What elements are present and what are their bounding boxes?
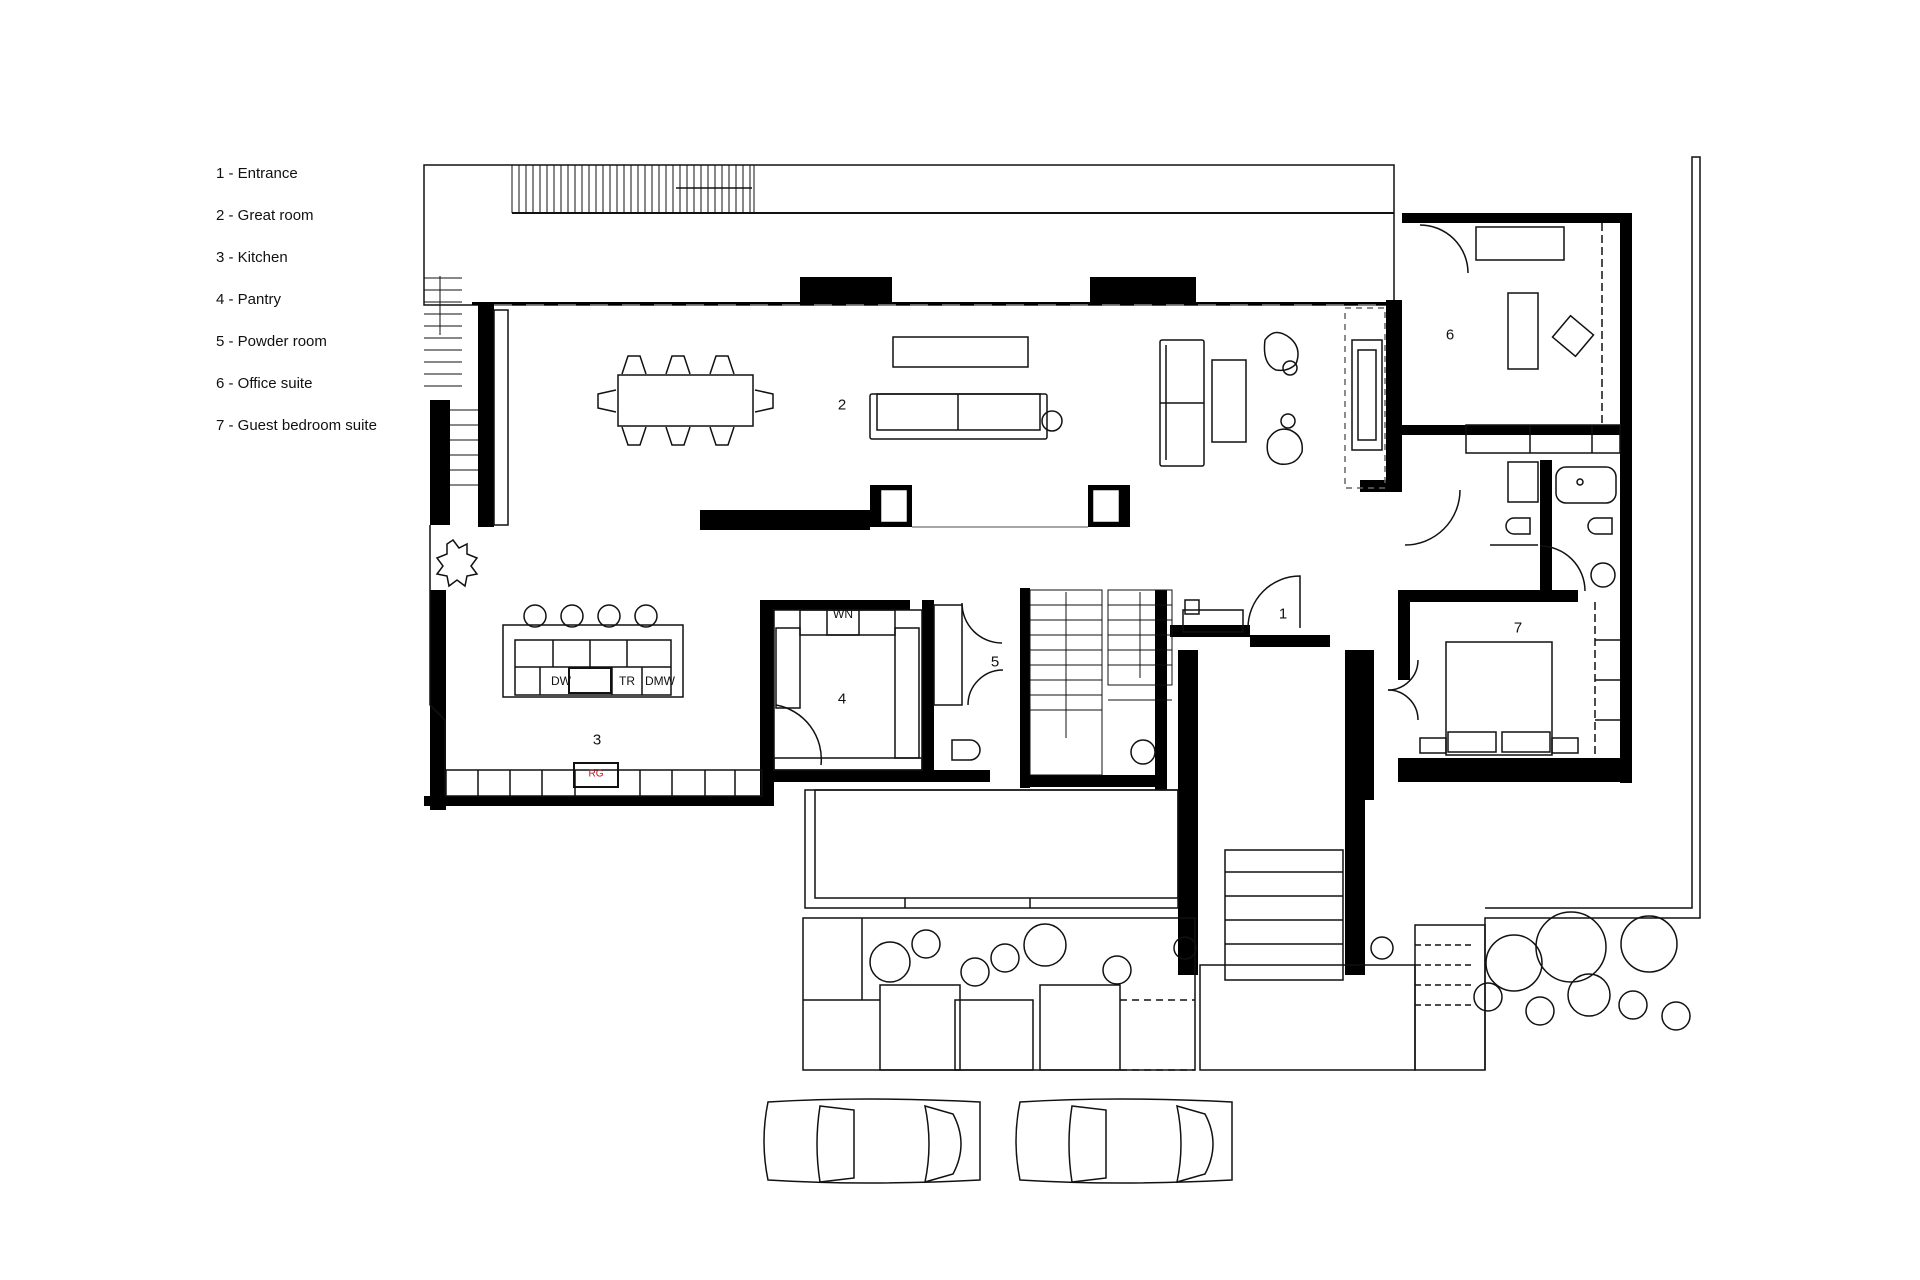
legend-item-pantry: 4 - Pantry <box>216 291 282 308</box>
plant-icon <box>435 538 479 588</box>
legend-item-guest-bedroom-suite: 7 - Guest bedroom suite <box>216 417 377 434</box>
appliance-label-dishwasher: DW <box>551 674 571 688</box>
appliance-label-dishwasher-2: DMW <box>645 674 675 688</box>
legend-item-office-suite: 6 - Office suite <box>216 375 313 392</box>
office-desk <box>1507 292 1539 370</box>
car-icon <box>1015 1098 1233 1184</box>
entry-door-icon <box>1247 575 1301 629</box>
sofa-icon <box>1475 226 1565 261</box>
toilet-icon <box>1505 517 1531 535</box>
left-stair-icon <box>424 276 478 486</box>
room-legend: 1 - Entrance 2 - Great room 3 - Kitchen … <box>216 162 377 456</box>
legend-item-great-room: 2 - Great room <box>216 207 314 224</box>
coffee-table <box>1211 359 1247 443</box>
office-chair-icon <box>1551 314 1595 358</box>
main-stair-icon <box>1029 589 1173 776</box>
toilet-icon <box>951 739 981 761</box>
sofa-vertical-icon <box>1159 339 1205 467</box>
stool-icon <box>634 604 658 628</box>
fireplace-icon <box>1351 339 1383 451</box>
sink-icon <box>568 667 612 694</box>
appliance-label-range: RG <box>588 768 604 780</box>
room-label-great-room: 2 <box>837 396 847 414</box>
bathtub-icon <box>1555 466 1617 504</box>
room-label-office-suite: 6 <box>1445 326 1455 344</box>
upper-exterior-stair-icon <box>511 165 755 213</box>
room-label-entrance: 1 <box>1278 605 1288 623</box>
toilet-icon <box>1587 517 1613 535</box>
room-label-guest-bedroom-suite: 7 <box>1513 619 1523 637</box>
range-icon <box>573 762 619 788</box>
kitchen-island <box>502 624 684 698</box>
lounge-chair-icon <box>1263 331 1299 372</box>
car-icon <box>763 1098 981 1184</box>
sink-icon <box>1590 562 1616 588</box>
room-label-powder-room: 5 <box>990 653 1000 671</box>
stool-icon <box>597 604 621 628</box>
appliance-label-trash: TR <box>619 674 635 688</box>
dining-table <box>617 374 754 427</box>
media-console <box>892 336 1029 368</box>
legend-item-kitchen: 3 - Kitchen <box>216 249 288 266</box>
sofa-icon <box>869 393 1063 440</box>
vanity-icon <box>1507 461 1539 503</box>
lounge-chair-icon <box>1266 428 1303 465</box>
bed-icon <box>1445 641 1553 756</box>
appliance-label-wine: WN <box>833 607 853 621</box>
legend-item-entrance: 1 - Entrance <box>216 165 298 182</box>
plant-icon <box>1130 739 1156 765</box>
stool-icon <box>560 604 584 628</box>
legend-item-powder-room: 5 - Powder room <box>216 333 327 350</box>
stool-icon <box>523 604 547 628</box>
upper-deck <box>423 164 1395 306</box>
room-label-kitchen: 3 <box>592 731 602 749</box>
room-label-pantry: 4 <box>837 690 847 708</box>
